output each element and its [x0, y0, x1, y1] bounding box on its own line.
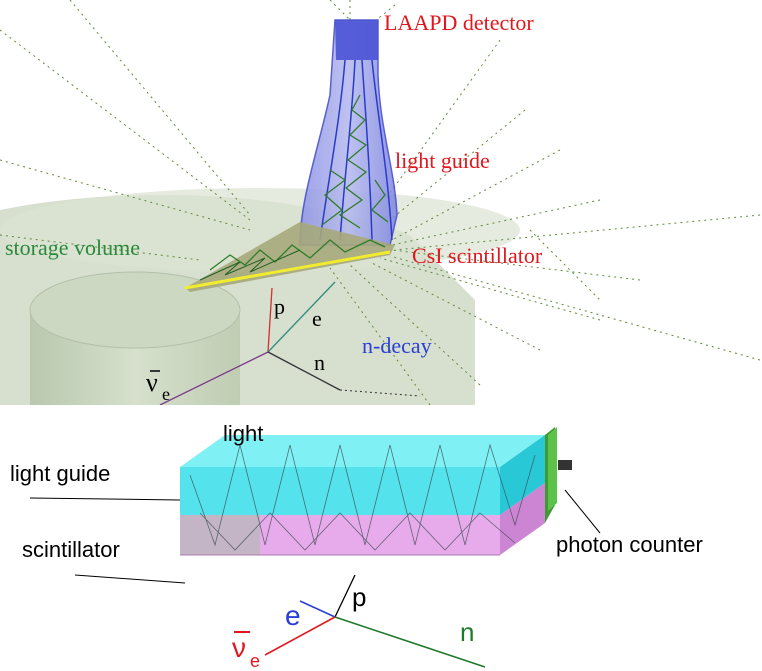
light-guide-label: light guide — [10, 461, 110, 486]
foreground-cylinder — [29, 271, 241, 405]
light-guide-box — [180, 435, 545, 515]
proton-label: p — [274, 294, 285, 319]
photon-counter-label: photon counter — [556, 532, 703, 557]
dotted-rays — [0, 0, 761, 405]
decay-vectors — [264, 574, 486, 668]
light-label: light — [223, 421, 263, 446]
csi-scintillator-label: CsI scintillator — [412, 243, 543, 268]
neutron-label: n — [314, 350, 325, 375]
n-decay-label: n-decay — [362, 333, 432, 358]
electron-label: e — [312, 306, 322, 331]
storage-volume-label: storage volume — [5, 235, 140, 260]
nu-subscript: e — [162, 384, 170, 404]
nu-symbol: ν — [232, 632, 246, 663]
light-guide-label: light guide — [395, 148, 490, 173]
scintillator-label: scintillator — [22, 537, 120, 562]
light-zigzag-paths — [189, 443, 536, 551]
nu-symbol: ν — [146, 368, 158, 397]
csi-scintillator-plate — [184, 222, 395, 292]
leader-lines — [29, 497, 186, 584]
antineutrino-label: ν e — [146, 368, 170, 404]
neutron-label: n — [460, 617, 474, 647]
electron-label: e — [285, 600, 301, 631]
nu-subscript: e — [250, 651, 260, 671]
proton-label: p — [352, 582, 366, 612]
light-guide-3d — [299, 19, 398, 246]
scintillator-box — [180, 483, 545, 556]
schematic-panel: light light guide scintillator photon co… — [10, 421, 703, 671]
photon-counter — [545, 427, 601, 534]
decay-tracks — [159, 281, 421, 405]
antineutrino-label: ν e — [232, 631, 260, 671]
simulation-render-panel: LAAPD detector light guide CsI scintilla… — [0, 0, 761, 405]
laapd-detector-label: LAAPD detector — [384, 10, 534, 35]
